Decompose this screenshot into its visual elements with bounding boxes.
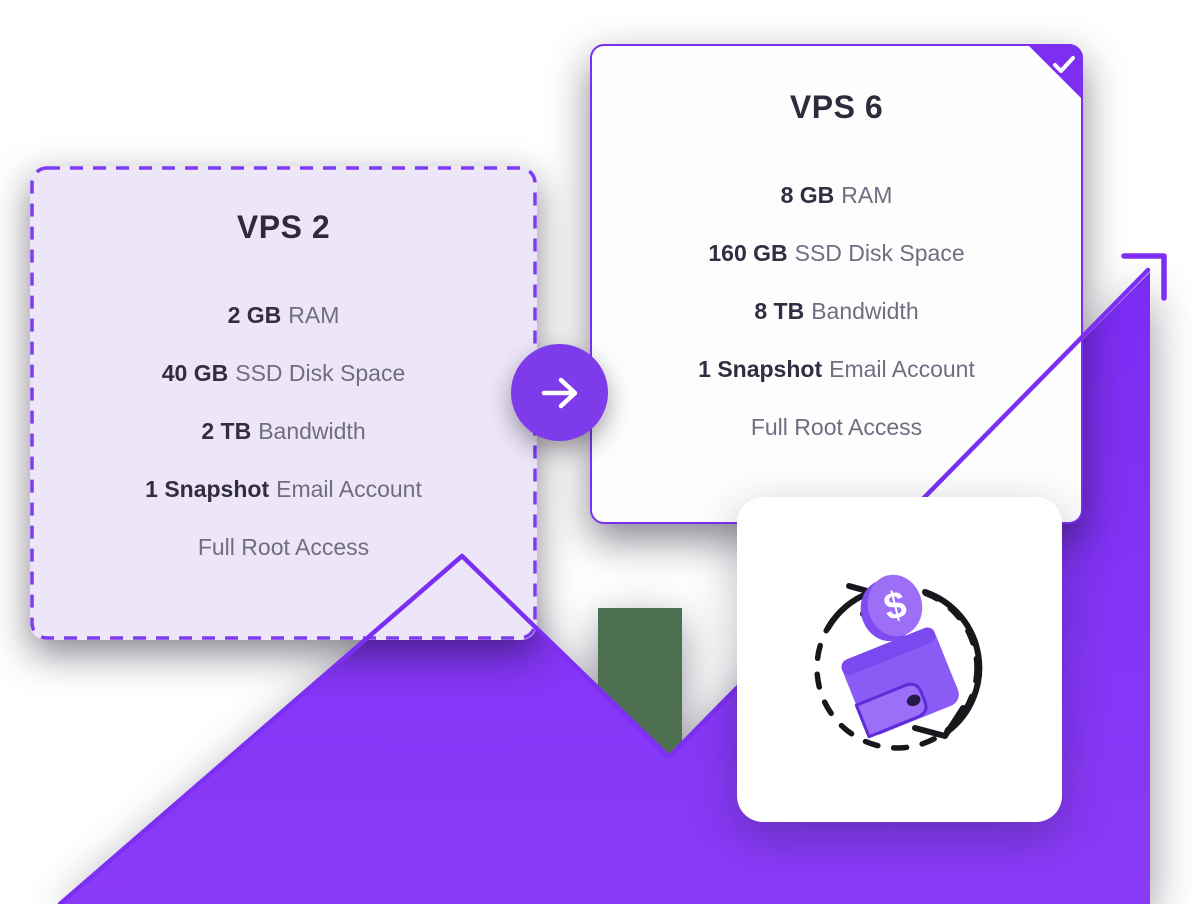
feature-label: RAM [841,182,893,208]
plan-title: VPS 2 [236,209,331,245]
feature-amount: 40 GB [161,360,229,386]
feature-label: Bandwidth [811,298,919,324]
feature-amount: 8 TB [754,298,805,324]
feature-label: SSD Disk Space [794,240,965,266]
feature-label: Full Root Access [750,414,923,440]
feature-root-access: Full Root Access [592,398,1081,456]
wallet-refund-icon: $ [813,574,982,751]
plan-title: VPS 6 [789,89,884,125]
feature-label: Email Account [276,476,422,502]
feature-label: Email Account [829,356,975,382]
feature-amount: 1 Snapshot [145,476,270,502]
arrow-right-icon [541,377,577,408]
feature-amount: 1 Snapshot [698,356,823,382]
feature-amount: 2 GB [227,302,282,328]
money-back-card: $ [737,497,1062,822]
feature-root-access: Full Root Access [30,518,537,576]
feature-label: RAM [288,302,340,328]
feature-amount: 160 GB [708,240,788,266]
feature-amount: 8 GB [780,182,835,208]
checkmark-icon [1053,56,1075,73]
feature-label: Full Root Access [197,534,370,560]
feature-label: SSD Disk Space [235,360,406,386]
feature-amount: 2 TB [201,418,252,444]
upgrade-arrow-button[interactable] [511,344,608,441]
feature-label: Bandwidth [258,418,366,444]
